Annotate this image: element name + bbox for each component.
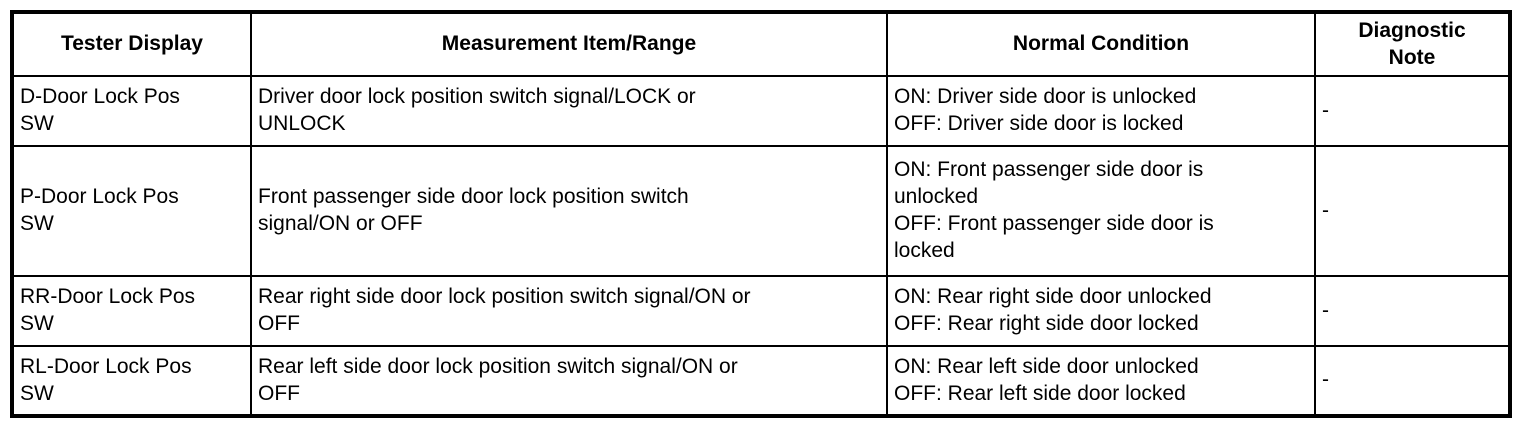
cell-tester-display: RL-Door Lock Pos SW: [11, 345, 252, 417]
cell-normal-condition: ON: Rear right side door unlocked OFF: R…: [886, 275, 1316, 347]
cell-normal-condition: ON: Driver side door is unlocked OFF: Dr…: [886, 75, 1316, 147]
column-header-diagnostic-note: Diagnostic Note: [1314, 11, 1511, 77]
cell-measurement-item-range: Rear left side door lock position switch…: [250, 345, 888, 417]
cell-measurement-item-range: Front passenger side door lock position …: [250, 145, 888, 277]
table-row: P-Door Lock Pos SW Front passenger side …: [11, 145, 1511, 277]
table-row: RL-Door Lock Pos SW Rear left side door …: [11, 345, 1511, 417]
cell-diagnostic-note: -: [1314, 75, 1511, 147]
column-header-measurement-item-range: Measurement Item/Range: [250, 11, 888, 77]
cell-measurement-item-range: Rear right side door lock position switc…: [250, 275, 888, 347]
cell-diagnostic-note: -: [1314, 145, 1511, 277]
column-header-normal-condition: Normal Condition: [886, 11, 1316, 77]
table-row: RR-Door Lock Pos SW Rear right side door…: [11, 275, 1511, 347]
table-row: D-Door Lock Pos SW Driver door lock posi…: [11, 75, 1511, 147]
cell-tester-display: RR-Door Lock Pos SW: [11, 275, 252, 347]
tester-display-spec-table: Tester Display Measurement Item/Range No…: [10, 10, 1512, 418]
cell-diagnostic-note: -: [1314, 275, 1511, 347]
cell-measurement-item-range: Driver door lock position switch signal/…: [250, 75, 888, 147]
cell-diagnostic-note: -: [1314, 345, 1511, 417]
cell-tester-display: D-Door Lock Pos SW: [11, 75, 252, 147]
cell-tester-display: P-Door Lock Pos SW: [11, 145, 252, 277]
cell-normal-condition: ON: Front passenger side door is unlocke…: [886, 145, 1316, 277]
cell-normal-condition: ON: Rear left side door unlocked OFF: Re…: [886, 345, 1316, 417]
header-row: Tester Display Measurement Item/Range No…: [11, 11, 1511, 77]
column-header-tester-display: Tester Display: [11, 11, 252, 77]
